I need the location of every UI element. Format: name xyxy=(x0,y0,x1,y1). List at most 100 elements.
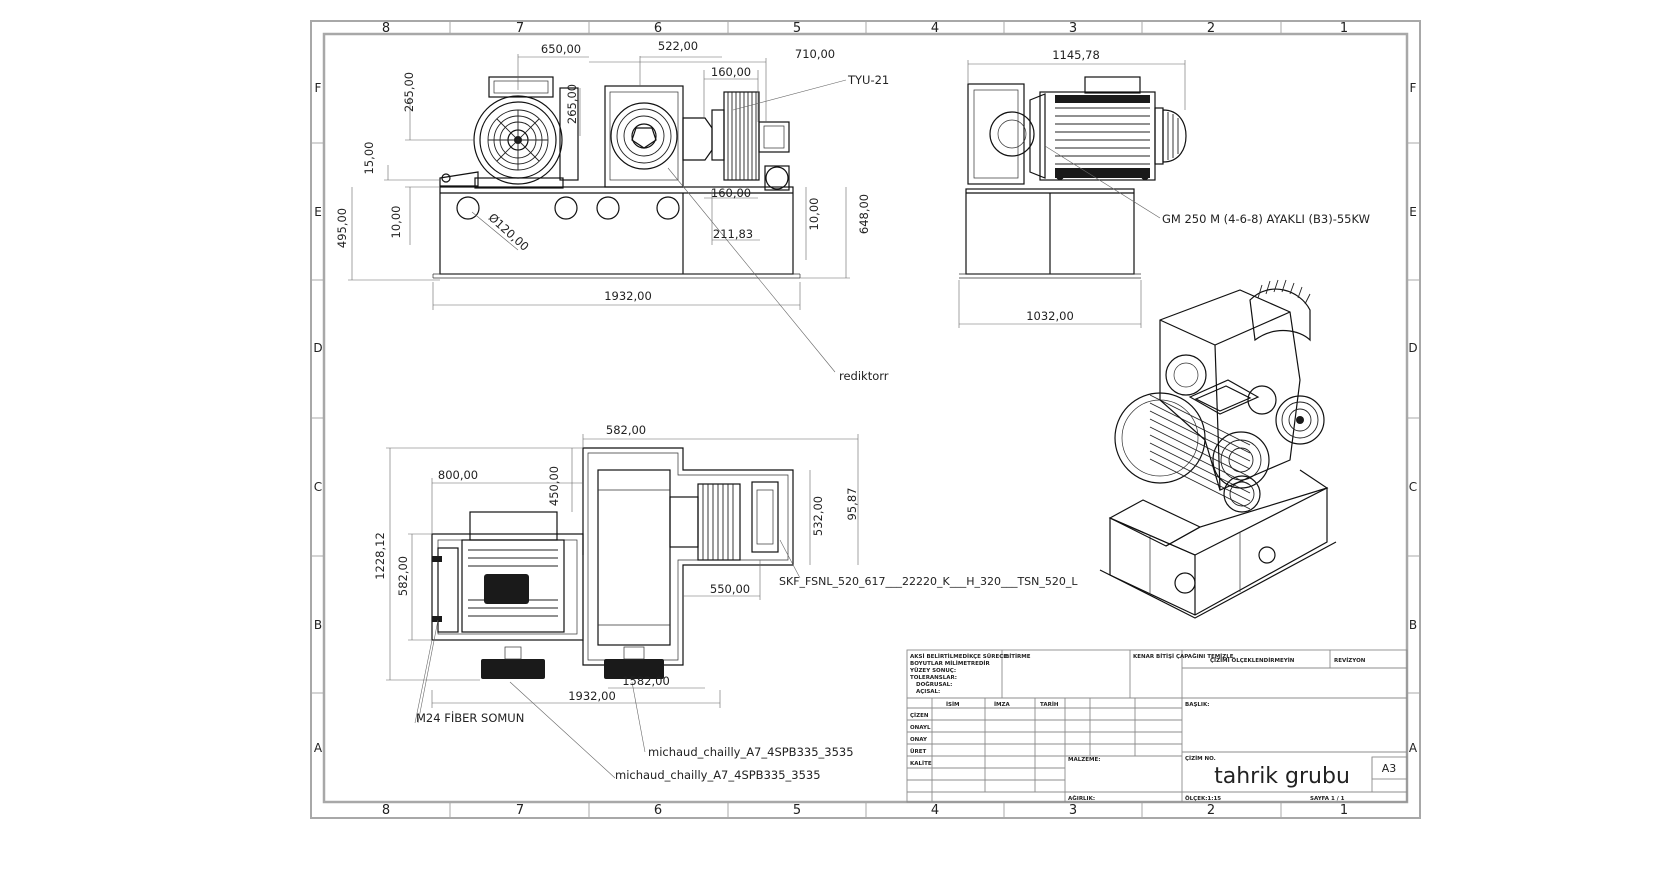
zone-row-d-right: D xyxy=(1408,341,1417,355)
zone-row-f-left: F xyxy=(315,81,322,95)
tb-cizim-no-label: ÇİZİM NO. xyxy=(1185,755,1216,762)
zone-col-8-bottom: 8 xyxy=(382,803,390,818)
zone-col-3-top: 3 xyxy=(1069,21,1077,36)
zone-col-4-top: 4 xyxy=(931,21,939,36)
side-view: 1145,78 1032,00 GM 250 M (4-6-8) AYAKLI … xyxy=(958,48,1370,328)
dim-15: 15,00 xyxy=(362,142,376,175)
dim-582-top: 582,00 xyxy=(606,423,646,437)
callout-m24-fiber-somun: M24 FİBER SOMUN xyxy=(416,710,524,725)
zone-col-1-top: 1 xyxy=(1340,21,1348,36)
dim-160-mid: 160,00 xyxy=(711,186,751,200)
zone-row-c-left: C xyxy=(314,480,322,494)
front-view-geometry xyxy=(432,76,801,279)
callout-michaud-2: michaud_chailly_A7_4SPB335_3535 xyxy=(615,768,821,782)
tb-row-onayl: ONAYL xyxy=(910,725,931,731)
zone-col-1-bottom: 1 xyxy=(1340,803,1348,818)
tb-note-3: TOLERANSLAR: xyxy=(910,675,957,681)
tb-cizim-label: ÇİZİMİ ÖLÇEKLENDİRMEYİN xyxy=(1210,657,1295,664)
zone-row-a-right: A xyxy=(1409,741,1418,755)
dim-1228: 1228,12 xyxy=(373,532,387,580)
dim-450: 450,00 xyxy=(547,466,561,506)
isometric-view xyxy=(1099,279,1337,619)
side-view-dimension-lines xyxy=(958,60,1186,328)
dim-800: 800,00 xyxy=(438,468,478,482)
tb-malzeme-label: MALZEME: xyxy=(1068,757,1100,763)
tb-note-2: YÜZEY SONUÇ: xyxy=(909,667,956,674)
zone-row-a-left: A xyxy=(314,741,323,755)
zone-col-8-top: 8 xyxy=(382,21,390,36)
top-view: 582,00 800,00 450,00 1228,12 582,00 532,… xyxy=(373,423,1078,782)
tb-note-5: AÇISAL: xyxy=(916,689,940,695)
side-view-geometry xyxy=(959,76,1187,279)
tb-header-tarih: TARİH xyxy=(1040,701,1059,708)
zone-row-f-right: F xyxy=(1410,81,1417,95)
tb-olcek-label: ÖLÇEK:1:15 xyxy=(1185,795,1221,802)
zone-col-6-bottom: 6 xyxy=(654,803,662,818)
sheet-frame: 8 7 6 5 4 3 2 1 8 7 6 5 4 3 2 1 F E D C … xyxy=(310,20,1421,819)
gear-teeth-front xyxy=(723,91,760,181)
tb-header-isim: İSİM xyxy=(946,701,960,708)
dim-1032: 1032,00 xyxy=(1026,309,1074,323)
title-block: AKSİ BELİRTİLMEDİKÇE SÜRECE: BOYUTLAR Mİ… xyxy=(906,649,1408,803)
dim-532: 532,00 xyxy=(811,496,825,536)
callout-rediktorr: rediktorr xyxy=(839,369,889,383)
zone-col-2-top: 2 xyxy=(1207,21,1215,36)
dim-120: Ø120,00 xyxy=(486,210,532,253)
tb-row-uret: ÜRET xyxy=(910,748,926,755)
motor-cooling-fins xyxy=(1055,99,1150,173)
tb-sayfa-label: SAYFA 1 / 1 xyxy=(1310,796,1345,802)
tb-strip-label: KENAR BİTİŞİ ÇAPAĞINI TEMİZLE xyxy=(1133,653,1234,660)
front-view: 650,00 522,00 710,00 160,00 160,00 265,0… xyxy=(335,39,889,383)
dim-650: 650,00 xyxy=(541,42,581,56)
zone-col-5-top: 5 xyxy=(793,21,801,36)
dim-522: 522,00 xyxy=(658,39,698,53)
zone-col-6-top: 6 xyxy=(654,21,662,36)
dim-1932-top: 1932,00 xyxy=(568,689,616,703)
zone-row-c-right: C xyxy=(1409,480,1417,494)
top-view-dimension-lines xyxy=(386,434,859,779)
tb-note-4: DOĞRUSAL: xyxy=(916,681,952,688)
dim-495: 495,00 xyxy=(335,208,349,248)
tb-note-1: BOYUTLAR MİLİMETREDİR xyxy=(910,660,990,667)
zone-col-4-bottom: 4 xyxy=(931,803,939,818)
tb-sheet-size: A3 xyxy=(1382,762,1397,775)
side-view-dimension-text: 1145,78 1032,00 GM 250 M (4-6-8) AYAKLI … xyxy=(1026,48,1370,323)
tb-note-0: AKSİ BELİRTİLMEDİKÇE SÜRECE: xyxy=(910,653,1009,660)
zone-row-e-left: E xyxy=(314,205,322,219)
zone-row-d-left: D xyxy=(313,341,322,355)
zone-col-7-bottom: 7 xyxy=(516,803,524,818)
zone-col-5-bottom: 5 xyxy=(793,803,801,818)
dim-550: 550,00 xyxy=(710,582,750,596)
top-view-dimension-text: 582,00 800,00 450,00 1228,12 582,00 532,… xyxy=(373,423,1078,782)
zone-col-2-bottom: 2 xyxy=(1207,803,1215,818)
callout-michaud-1: michaud_chailly_A7_4SPB335_3535 xyxy=(648,745,854,759)
dim-10-right: 10,00 xyxy=(807,198,821,231)
tb-header-imza: İMZA xyxy=(994,701,1011,708)
tb-revizyon-label: REVİZYON xyxy=(1334,657,1366,664)
zone-col-3-bottom: 3 xyxy=(1069,803,1077,818)
dim-1145: 1145,78 xyxy=(1052,48,1100,62)
dim-582-left: 582,00 xyxy=(396,556,410,596)
zone-row-b-left: B xyxy=(314,618,322,632)
top-view-geometry xyxy=(431,447,794,679)
tb-drawing-title: tahrik grubu xyxy=(1214,764,1350,789)
dim-710: 710,00 xyxy=(795,47,835,61)
dim-10-left: 10,00 xyxy=(389,206,403,239)
zone-row-b-right: B xyxy=(1409,618,1417,632)
callout-tyu-21: TYU-21 xyxy=(847,73,889,87)
dim-95: 95,87 xyxy=(845,488,859,521)
tb-baslik-label: BAŞLIK: xyxy=(1185,702,1209,708)
tb-agirlik-label: AĞIRLIK: xyxy=(1068,795,1095,802)
dim-265-b: 265,00 xyxy=(565,84,579,124)
zone-row-e-right: E xyxy=(1409,205,1417,219)
dim-211: 211,83 xyxy=(713,227,753,241)
dim-1932-front: 1932,00 xyxy=(604,289,652,303)
tb-row-kalite: KALİTE xyxy=(910,760,932,767)
tb-row-onay: ONAY xyxy=(910,737,928,743)
dim-265-a: 265,00 xyxy=(402,72,416,112)
callout-skf-bearing: SKF_FSNL_520_617___22220_K___H_320___TSN… xyxy=(779,575,1078,588)
tb-row-cizen: ÇİZEN xyxy=(910,712,929,719)
dim-160-top: 160,00 xyxy=(711,65,751,79)
front-view-dimension-lines xyxy=(348,54,850,373)
